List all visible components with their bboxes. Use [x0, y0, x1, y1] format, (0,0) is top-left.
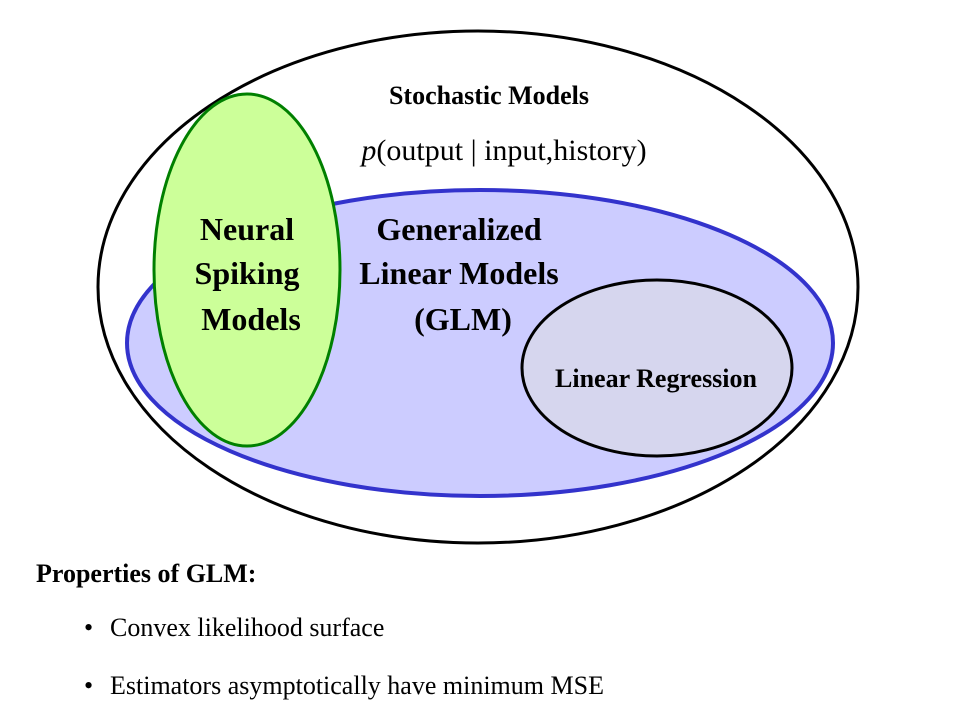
list-item: • Convex likelihood surface	[84, 612, 384, 644]
properties-heading: Properties of GLM:	[36, 559, 257, 588]
formula-input: input,	[484, 134, 553, 167]
formula-function: p	[359, 134, 376, 167]
neural-label-line: Models	[201, 301, 301, 337]
glm-properties: Properties of GLM: • Convex likelihood su…	[0, 548, 960, 720]
formula-close-paren: )	[637, 134, 647, 167]
bullet-icon: •	[84, 613, 94, 642]
glm-label: Generalized Linear Models (GLM)	[359, 211, 566, 337]
formula-output: output	[386, 134, 463, 167]
bullet-icon: •	[84, 671, 94, 700]
conditional-probability-formula: p(output | input,history)	[359, 134, 646, 167]
stochastic-models-label: Stochastic Models	[389, 81, 589, 110]
glm-label-line: Linear Models	[359, 255, 558, 291]
formula-bar: |	[463, 134, 484, 167]
glm-label-line: (GLM)	[414, 301, 512, 337]
list-item: • Estimators asymptotically have minimum …	[84, 670, 604, 702]
linear-regression-set	[520, 278, 794, 458]
property-text: Estimators asymptotically have minimum M…	[110, 671, 604, 700]
neural-spiking-models-label: Neural Spiking Models	[195, 211, 308, 337]
glm-label-line: Generalized	[376, 211, 541, 247]
formula-open-paren: (	[376, 134, 386, 167]
formula-history: history	[553, 134, 636, 167]
property-text: Convex likelihood surface	[110, 613, 385, 642]
venn-diagram: Stochastic Models p(output | input,histo…	[96, 29, 860, 545]
neural-spiking-models-set	[152, 92, 342, 448]
linear-regression-label: Linear Regression	[555, 364, 758, 393]
neural-label-line: Spiking	[195, 255, 300, 291]
neural-label-line: Neural	[200, 211, 294, 247]
